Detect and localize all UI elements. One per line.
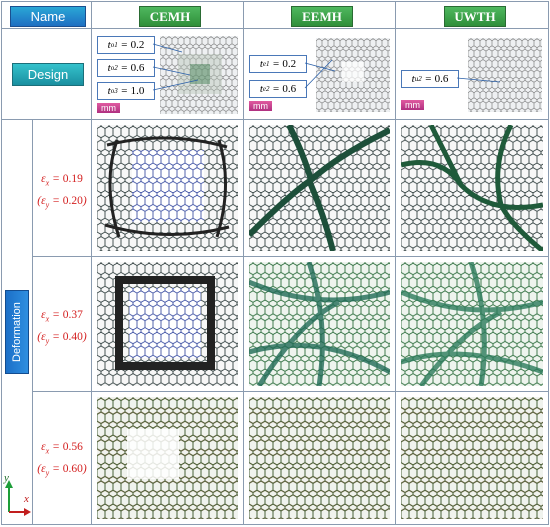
cemh-header-badge: CEMH [139,6,201,27]
polygon [24,508,31,516]
sim-uwth-strain-1 [401,125,543,251]
span: t [107,39,111,51]
span: t [107,62,111,74]
eemh-header-label: EEMH [302,8,342,24]
span: mm [101,103,116,113]
axis-y-label: y [4,472,9,484]
span: t [259,58,263,70]
deformation-row-label: Deformation [11,302,23,362]
uwth-unit-badge: mm [401,100,424,110]
eemh-design-thumbnail [316,38,390,112]
sub: e2 [262,85,270,93]
sub: e1 [262,60,270,68]
deformation-row-badge: Deformation [5,290,29,374]
sim-eemh-strain-3 [249,397,390,519]
axis-x-label: x [24,493,29,505]
strain-label-2: εx = 0.37 (εy = 0.40) [32,306,92,351]
span: 0.37 [62,309,83,321]
design-row-badge: Design [12,63,84,86]
sim-cemh-strain-1 [97,125,238,251]
sub: u2 [414,75,422,83]
strain-ey-1: (εy = 0.20) [37,195,87,210]
uwth-header-badge: UWTH [444,6,506,27]
span: 0.2 [282,58,297,70]
span: 0.6 [282,83,297,95]
strain-label-1: εx = 0.19 (εy = 0.20) [32,170,92,215]
grid-cell [395,391,549,525]
span: 0.6 [130,62,145,74]
cemh-header-label: CEMH [149,8,191,24]
span: 0.40 [62,331,83,344]
name-header-label: Name [30,9,66,24]
strain-ex-1: εx = 0.19 [41,173,83,188]
sub: o2 [110,64,118,72]
design-row-label: Design [27,67,69,82]
name-header-badge: Name [10,6,86,27]
cemh-unit-badge: mm [97,103,120,113]
strain-ex-3: εx = 0.56 [41,441,83,456]
span: 0.60 [62,463,83,476]
span: 0.6 [434,73,449,85]
span: mm [253,101,268,111]
sim-eemh-strain-2 [249,262,390,386]
sim-eemh-strain-1 [249,125,390,251]
uwth-header-label: UWTH [454,8,496,24]
uwth-design-thumbnail [468,38,542,112]
sim-cemh-strain-2 [97,262,238,386]
span: 0.56 [62,441,83,453]
eemh-header-badge: EEMH [291,6,353,27]
sub: o3 [110,87,118,95]
span: 0.19 [62,173,83,185]
eemh-unit-badge: mm [249,101,272,111]
span: 0.20 [62,195,83,208]
axis-indicator [5,480,31,516]
polygon [5,480,13,488]
span: 0.2 [130,39,145,51]
span: t [411,73,415,85]
span: 1.0 [130,85,145,97]
span: t [107,85,111,97]
sim-uwth-strain-3 [401,397,543,519]
span: t [259,83,263,95]
strain-ey-2: (εy = 0.40) [37,331,87,346]
strain-ey-3: (εy = 0.60) [37,463,87,478]
span: mm [405,100,420,110]
sim-uwth-strain-2 [401,262,543,386]
strain-label-3: εx = 0.56 (εy = 0.60) [32,438,92,483]
sub: o1 [110,41,118,49]
sim-cemh-strain-3 [97,397,238,519]
strain-ex-2: εx = 0.37 [41,309,83,324]
cemh-design-thumbnail [160,36,238,114]
